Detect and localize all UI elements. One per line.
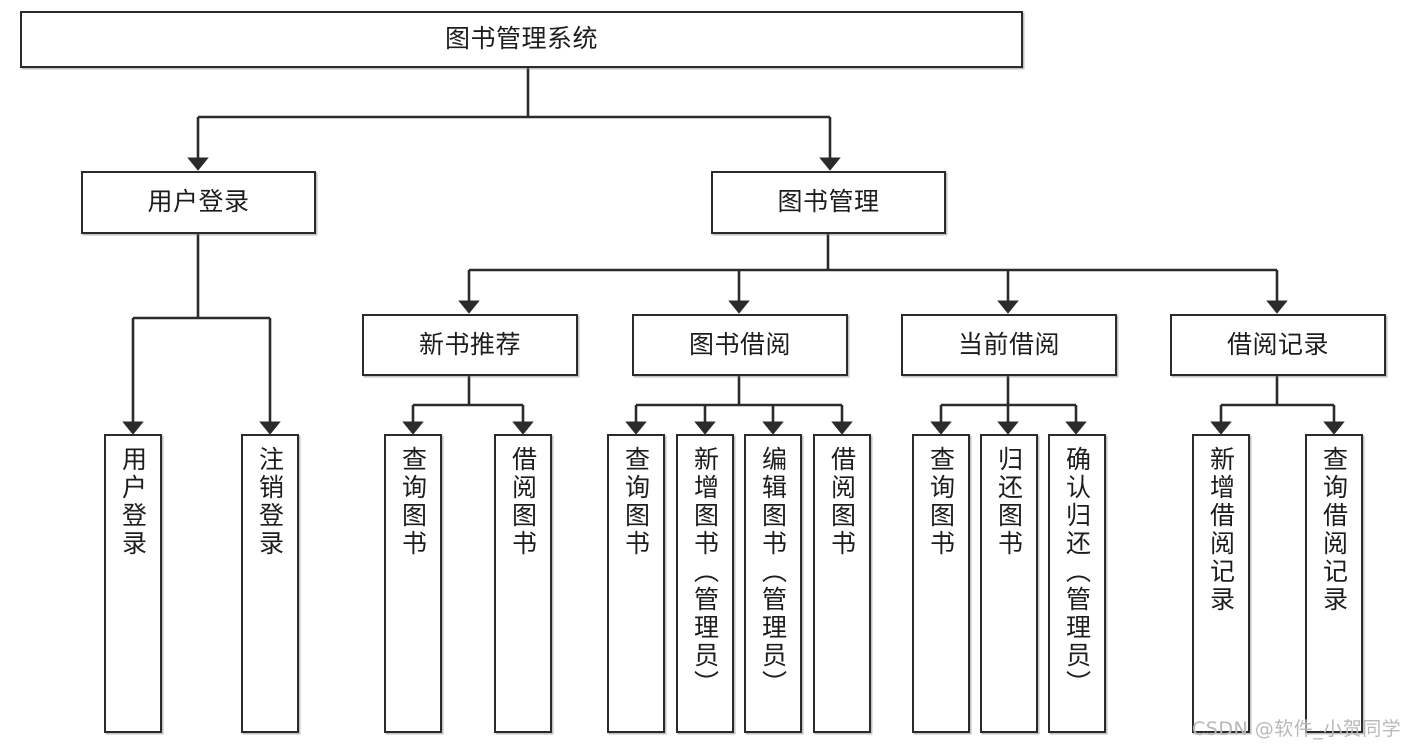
node-label: 借阅图书 bbox=[508, 446, 538, 558]
node-label: 注销登录 bbox=[255, 446, 285, 558]
node-new-book-recommend[interactable]: 新书推荐 bbox=[362, 314, 578, 376]
leaf-borrow-book[interactable]: 借阅图书 bbox=[813, 434, 871, 733]
node-borrow-records[interactable]: 借阅记录 bbox=[1170, 314, 1386, 376]
node-label: 图书管理系统 bbox=[444, 24, 598, 54]
leaf-edit-book-admin[interactable]: 编辑图书（管理员） bbox=[744, 434, 802, 733]
node-label: 确认归还（管理员） bbox=[1062, 446, 1092, 698]
node-label: 新增借阅记录 bbox=[1206, 446, 1236, 614]
node-book-borrow[interactable]: 图书借阅 bbox=[632, 314, 848, 376]
leaf-query-book-borrow[interactable]: 查询图书 bbox=[607, 434, 665, 733]
node-label: 当前借阅 bbox=[957, 329, 1060, 359]
node-root-system[interactable]: 图书管理系统 bbox=[20, 11, 1023, 68]
leaf-query-book-current[interactable]: 查询图书 bbox=[912, 434, 970, 733]
node-label: 新增图书（管理员） bbox=[690, 446, 720, 698]
node-user-login[interactable]: 用户登录 bbox=[81, 171, 316, 234]
node-label: 查询借阅记录 bbox=[1319, 446, 1349, 614]
node-label: 编辑图书（管理员） bbox=[758, 446, 788, 698]
leaf-add-borrow-record[interactable]: 新增借阅记录 bbox=[1192, 434, 1250, 733]
leaf-user-logout[interactable]: 注销登录 bbox=[241, 434, 299, 733]
node-label: 查询图书 bbox=[926, 446, 956, 558]
node-label: 用户登录 bbox=[147, 187, 250, 217]
leaf-confirm-return-admin[interactable]: 确认归还（管理员） bbox=[1048, 434, 1106, 733]
node-label: 用户登录 bbox=[118, 446, 148, 558]
leaf-borrow-book-recommend[interactable]: 借阅图书 bbox=[494, 434, 552, 733]
node-label: 新书推荐 bbox=[418, 329, 521, 359]
leaf-query-book-recommend[interactable]: 查询图书 bbox=[384, 434, 442, 733]
node-label: 查询图书 bbox=[398, 446, 428, 558]
node-label: 借阅记录 bbox=[1226, 329, 1329, 359]
leaf-add-book-admin[interactable]: 新增图书（管理员） bbox=[676, 434, 734, 733]
leaf-user-login[interactable]: 用户登录 bbox=[104, 434, 162, 733]
node-label: 图书管理 bbox=[777, 187, 880, 217]
watermark-text: CSDN @软件_小贺同学 bbox=[1192, 718, 1402, 740]
leaf-query-borrow-record[interactable]: 查询借阅记录 bbox=[1305, 434, 1363, 733]
node-label: 图书借阅 bbox=[688, 329, 791, 359]
node-current-borrow[interactable]: 当前借阅 bbox=[901, 314, 1117, 376]
node-book-management[interactable]: 图书管理 bbox=[711, 171, 946, 234]
node-label: 查询图书 bbox=[621, 446, 651, 558]
leaf-return-book[interactable]: 归还图书 bbox=[980, 434, 1038, 733]
node-label: 归还图书 bbox=[994, 446, 1024, 558]
node-label: 借阅图书 bbox=[827, 446, 857, 558]
